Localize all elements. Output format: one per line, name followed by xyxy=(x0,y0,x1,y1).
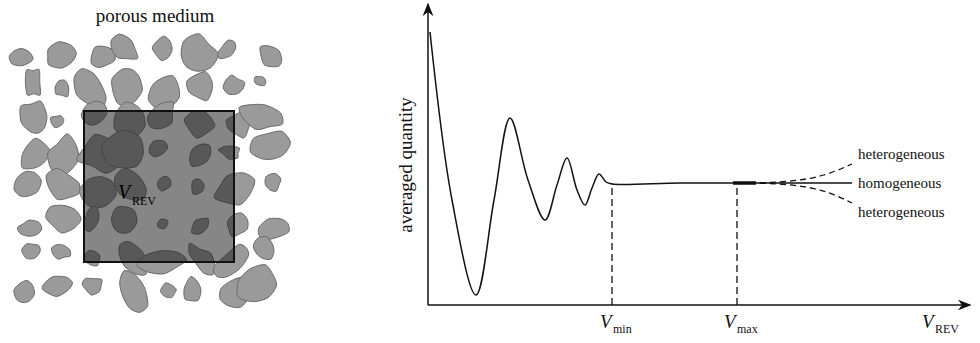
grain xyxy=(260,46,282,67)
axis-subscript: REV xyxy=(935,323,959,335)
y-axis xyxy=(427,4,429,305)
averaged-curve xyxy=(430,32,745,295)
chart xyxy=(428,4,970,305)
grain xyxy=(14,280,35,302)
grain xyxy=(120,271,148,313)
volume-symbol: V xyxy=(118,182,130,202)
heterogeneous-branch xyxy=(750,164,852,183)
grain xyxy=(184,276,201,301)
grain xyxy=(161,283,177,298)
x-axis xyxy=(428,304,970,306)
axis-symbol: V xyxy=(600,312,612,331)
grain xyxy=(14,171,41,196)
grain xyxy=(25,69,40,95)
axis-subscript: max xyxy=(737,323,758,335)
grain xyxy=(42,276,72,296)
title-label: porous medium xyxy=(96,6,215,25)
grain xyxy=(187,72,213,101)
grain xyxy=(50,116,63,128)
grain xyxy=(152,36,172,60)
grain xyxy=(9,49,33,66)
grains xyxy=(9,34,290,313)
grain xyxy=(48,42,77,68)
grain xyxy=(82,278,102,295)
volume-subscript: REV xyxy=(132,195,156,207)
grain xyxy=(239,104,283,129)
grain xyxy=(237,265,277,302)
axis-subscript: min xyxy=(613,323,632,335)
grain xyxy=(20,101,47,133)
vmin-line xyxy=(611,183,612,305)
grain xyxy=(46,205,81,233)
grain xyxy=(112,69,143,106)
grain xyxy=(51,245,70,260)
branch-label: homogeneous xyxy=(858,176,941,191)
grain xyxy=(223,75,245,94)
grain xyxy=(265,173,281,191)
grain xyxy=(253,236,274,259)
heterogeneous-branch xyxy=(750,183,852,203)
grain xyxy=(111,34,138,59)
grain xyxy=(17,220,41,236)
grain xyxy=(21,138,50,169)
axis-symbol: V xyxy=(724,312,736,331)
grain xyxy=(55,80,69,97)
grain xyxy=(217,40,235,59)
grain xyxy=(250,131,290,159)
branch-label: heterogeneous xyxy=(858,147,945,162)
vmax-line xyxy=(736,183,737,305)
axis-symbol: V xyxy=(922,312,934,331)
grain xyxy=(22,244,41,259)
grain xyxy=(181,34,218,72)
grain xyxy=(46,168,80,199)
axis-title: averaged quantity xyxy=(396,97,415,233)
grain xyxy=(254,76,266,85)
branch-label: heterogeneous xyxy=(858,205,945,220)
rev-square: VREV xyxy=(83,110,235,263)
